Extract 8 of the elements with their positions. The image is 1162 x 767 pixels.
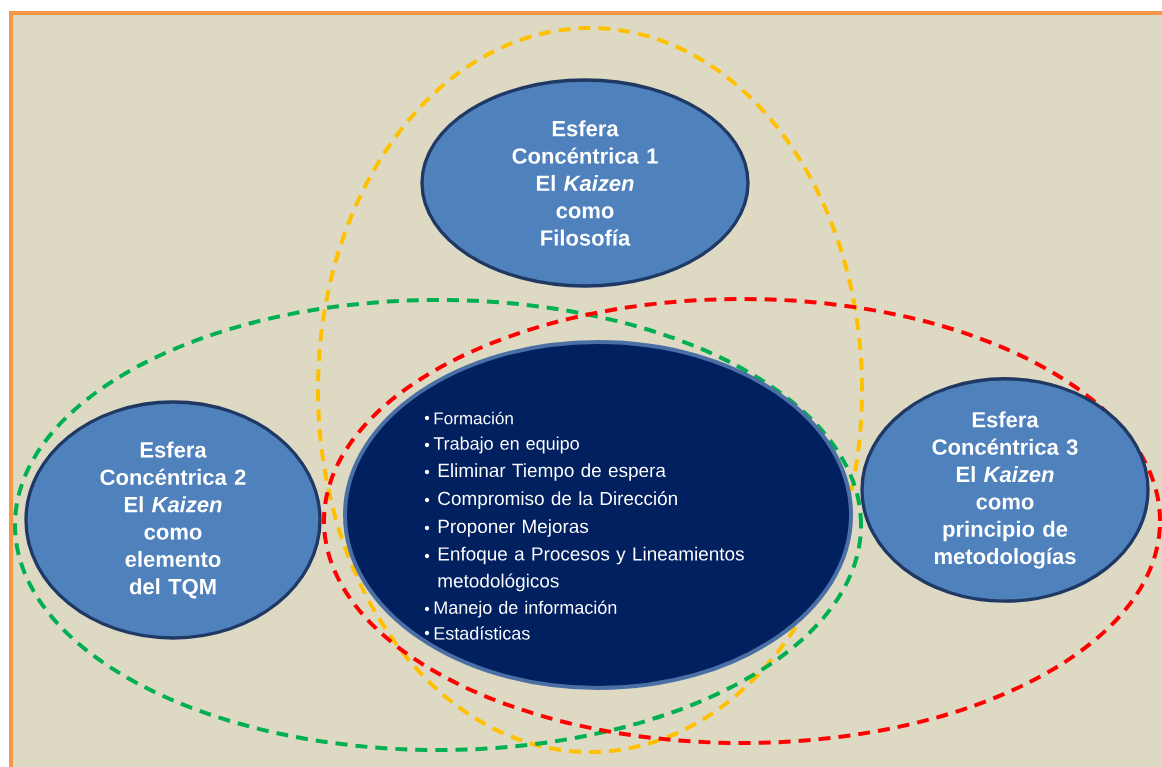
list-item: Trabajo en equipo [433, 436, 579, 454]
list-item: Compromiso de la Dirección [438, 491, 677, 509]
list-item: Enfoque a Procesos y Lineamientos metodológicos [438, 546, 744, 592]
list-item: Manejo de información [434, 600, 617, 618]
list-item: Eliminar Tiempo de espera [438, 463, 666, 481]
list-item: Estadísticas [434, 626, 530, 640]
list-item: Formación [434, 411, 513, 425]
list-item: Proponer Mejoras [438, 519, 589, 537]
